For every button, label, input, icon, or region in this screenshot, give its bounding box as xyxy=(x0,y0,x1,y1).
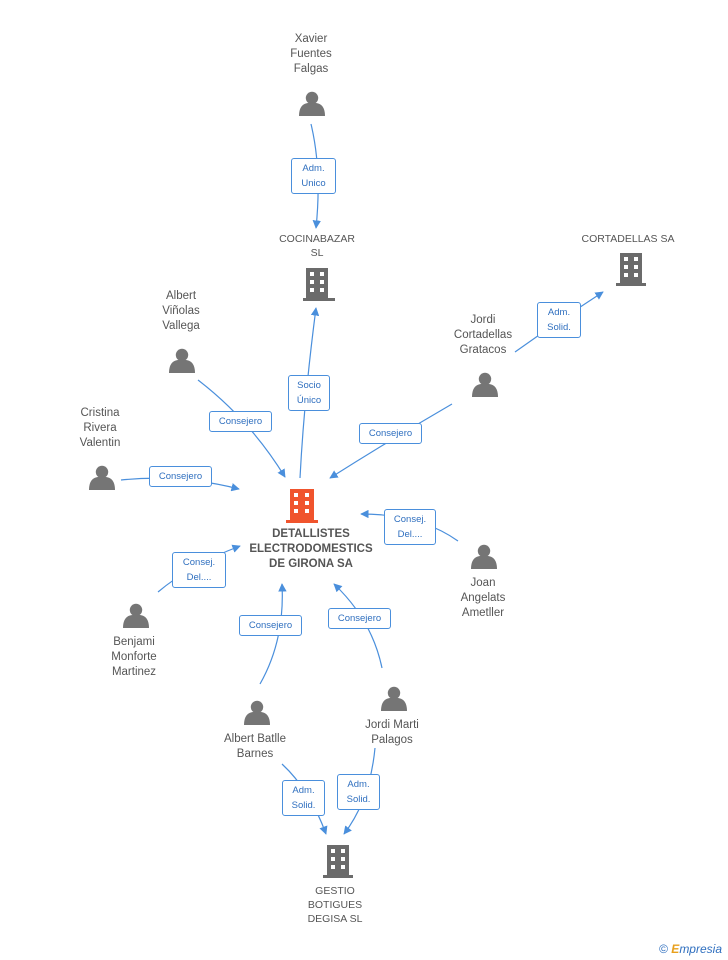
node-label-jordi-marti[interactable]: Jordi Marti Palagos xyxy=(365,719,419,746)
relation-badge-albert-vinolas-center[interactable]: Consejero xyxy=(209,411,272,432)
relation-badge-albert-batlle-center[interactable]: Consejero xyxy=(239,615,302,636)
building-icon-gestio xyxy=(323,845,353,878)
relation-line: Adm. xyxy=(292,785,315,796)
relation-line: Adm. xyxy=(547,307,571,318)
relation-badge-albert-batlle-gestio[interactable]: Adm. Solid. xyxy=(282,780,325,816)
building-icon-cocinabazar xyxy=(303,268,335,301)
relation-badge-jordi-cortadellas-sa[interactable]: Adm. Solid. xyxy=(537,302,581,338)
brand-initial: E xyxy=(671,942,680,956)
node-label-albert-batlle[interactable]: Albert Batlle Barnes xyxy=(223,733,286,760)
brand-name: mpresia xyxy=(679,942,722,956)
relation-line: Solid. xyxy=(547,322,571,333)
node-label-joan[interactable]: Joan Angelats Ametller xyxy=(460,577,506,619)
edge-albert-batlle-center xyxy=(259,583,287,685)
relation-line: Adm. xyxy=(302,163,325,174)
relation-line: Consejero xyxy=(368,428,413,439)
relation-line: Del.... xyxy=(186,572,212,583)
relation-line: Consej. xyxy=(182,557,216,568)
relation-line: Único xyxy=(296,395,322,406)
relation-badge-benjami-center[interactable]: Consej. Del.... xyxy=(172,552,226,588)
relation-line: Solid. xyxy=(291,800,316,811)
relation-line: Consejero xyxy=(158,471,203,482)
person-icon xyxy=(169,348,195,373)
node-label-cortadellas-sa[interactable]: CORTADELLAS SA xyxy=(581,233,675,245)
building-icon-cortadellas xyxy=(616,253,646,286)
person-icon xyxy=(123,603,149,628)
node-label-cocinabazar[interactable]: COCINABAZAR SL xyxy=(279,233,355,259)
person-icon xyxy=(299,91,325,116)
relation-line: Consejero xyxy=(248,620,293,631)
node-label-gestio[interactable]: GESTIO BOTIGUES DEGISA SL xyxy=(307,885,363,925)
node-label-albert-vinolas[interactable]: Albert Viñolas Vallega xyxy=(162,290,200,332)
person-icon xyxy=(381,686,407,711)
copyright-icon: © xyxy=(659,942,668,956)
relation-line: Unico xyxy=(301,178,326,189)
building-icon-main-company xyxy=(286,489,318,523)
node-label-cristina[interactable]: Cristina Rivera Valentin xyxy=(79,407,121,449)
node-label-jordi-cortadellas[interactable]: Jordi Cortadellas Gratacos xyxy=(453,314,513,356)
relation-line: Adm. xyxy=(347,779,370,790)
relation-badge-jordi-marti-center[interactable]: Consejero xyxy=(328,608,391,629)
relation-line: Consejero xyxy=(337,613,382,624)
relation-line: Consej. xyxy=(393,514,427,525)
footer-brand[interactable]: © Empresia xyxy=(659,942,722,956)
relation-line: Consejero xyxy=(218,416,263,427)
node-label-main-company[interactable]: DETALLISTES ELECTRODOMESTICS DE GIRONA S… xyxy=(249,528,373,570)
node-label-xavier[interactable]: Xavier Fuentes Falgas xyxy=(290,33,332,75)
relation-badge-cocinabazar-center[interactable]: Socio Único xyxy=(288,375,330,411)
relation-badge-xavier-cocinabazar[interactable]: Adm. Unico xyxy=(291,158,336,194)
relation-line: Solid. xyxy=(346,794,371,805)
relation-badge-cristina-center[interactable]: Consejero xyxy=(149,466,212,487)
relation-line: Socio xyxy=(297,380,321,391)
person-icon xyxy=(89,465,115,490)
person-icon xyxy=(472,372,498,397)
node-label-benjami[interactable]: Benjami Monforte Martinez xyxy=(111,636,157,678)
relation-badge-joan-center[interactable]: Consej. Del.... xyxy=(384,509,436,545)
person-icon xyxy=(244,700,270,725)
relation-badge-jordi-cortadellas-center[interactable]: Consejero xyxy=(359,423,422,444)
relation-line: Del.... xyxy=(397,529,423,540)
relation-badge-jordi-marti-gestio[interactable]: Adm. Solid. xyxy=(337,774,380,810)
person-icon xyxy=(471,544,497,569)
